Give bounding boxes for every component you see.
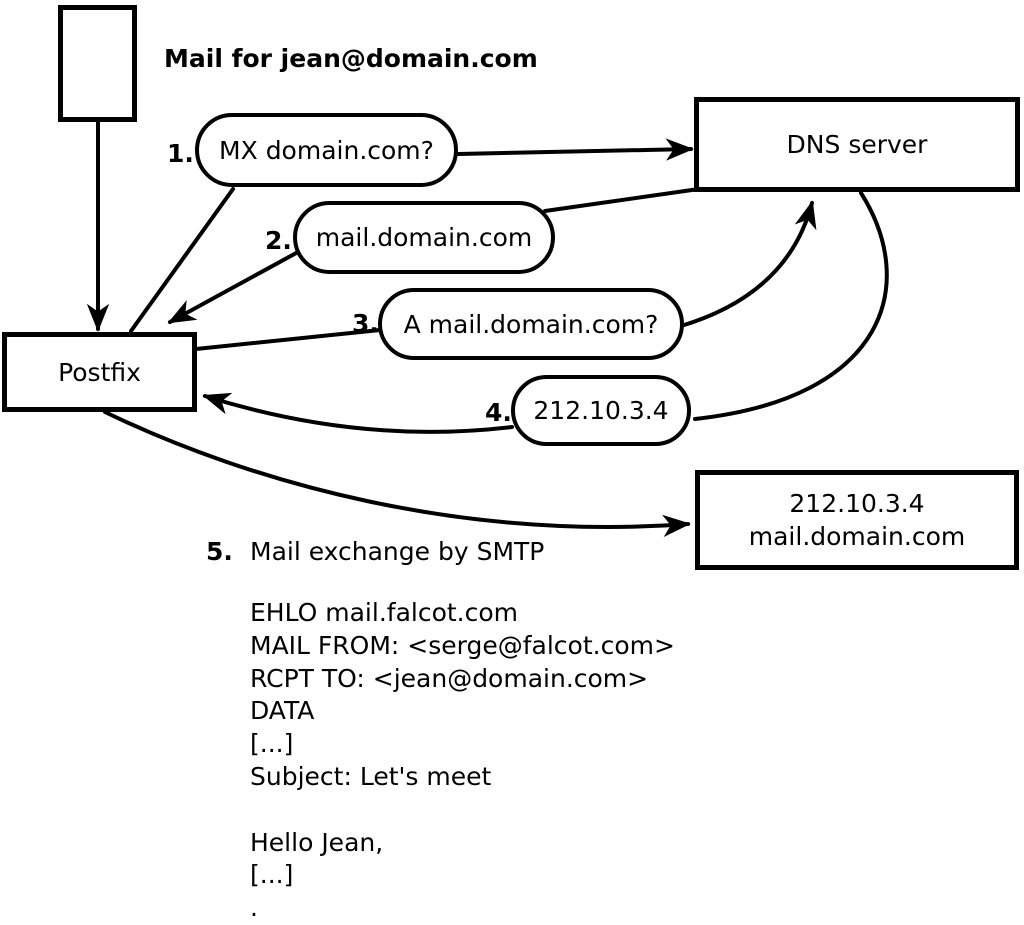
query-pill-a-record-label: A mail.domain.com? xyxy=(403,309,659,339)
smtp-line: DATA xyxy=(250,696,315,726)
arrow-query3-to-dns xyxy=(679,200,817,328)
line-dns-to-reply2 xyxy=(543,187,701,213)
diagram-title: Mail for jean@domain.com xyxy=(164,44,538,73)
postfix-node: Postfix xyxy=(2,332,197,412)
smtp-line: [...] xyxy=(250,729,294,759)
smtp-line: EHLO mail.falcot.com xyxy=(250,598,519,627)
step-number-4: 4. xyxy=(485,398,512,427)
step-number-5: 5. xyxy=(206,537,233,566)
smtp-line xyxy=(250,794,675,827)
smtp-line: RCPT TO: <jean@domain.com> xyxy=(250,663,649,693)
query-pill-mx: MX domain.com? xyxy=(195,113,458,187)
smtp-session-transcript: EHLO mail.falcot.com MAIL FROM: <serge@f… xyxy=(250,597,675,925)
arrow-reply4-to-postfix xyxy=(202,392,514,434)
arrow-query1-to-dns xyxy=(456,138,694,161)
query-pill-mx-label: MX domain.com? xyxy=(219,135,434,165)
mail-server-ip: 212.10.3.4 xyxy=(789,489,925,518)
line-dns-to-reply4 xyxy=(693,191,889,421)
reply-pill-mx-result: mail.domain.com xyxy=(293,201,555,274)
reply-pill-ip-label: 212.10.3.4 xyxy=(533,396,669,425)
arrow-postfix-to-mailserver xyxy=(103,410,691,538)
postfix-node-label: Postfix xyxy=(58,357,141,387)
reply-pill-mx-result-label: mail.domain.com xyxy=(315,223,533,252)
step-number-3: 3. xyxy=(352,309,379,338)
step-5-label: Mail exchange by SMTP xyxy=(250,537,545,566)
line-postfix-to-query1 xyxy=(129,187,235,333)
query-pill-a-record: A mail.domain.com? xyxy=(378,288,684,360)
smtp-line: MAIL FROM: <serge@falcot.com> xyxy=(250,630,675,660)
mail-message-icon xyxy=(58,5,137,122)
mail-server-hostname: mail.domain.com xyxy=(748,522,966,551)
step-number-1: 1. xyxy=(167,139,194,168)
smtp-line: [...] xyxy=(250,860,294,890)
smtp-line: Hello Jean, xyxy=(250,827,384,857)
reply-pill-ip: 212.10.3.4 xyxy=(511,375,691,446)
arrow-reply2-to-postfix xyxy=(167,250,300,324)
dns-server-node: DNS server xyxy=(694,97,1020,192)
line-postfix-to-query3 xyxy=(194,328,382,351)
step-number-2: 2. xyxy=(265,226,292,255)
smtp-line: Subject: Let's meet xyxy=(250,761,492,791)
dns-server-node-label: DNS server xyxy=(786,130,928,159)
mail-server-node: 212.10.3.4 mail.domain.com xyxy=(695,470,1019,570)
smtp-line: . xyxy=(250,893,258,923)
